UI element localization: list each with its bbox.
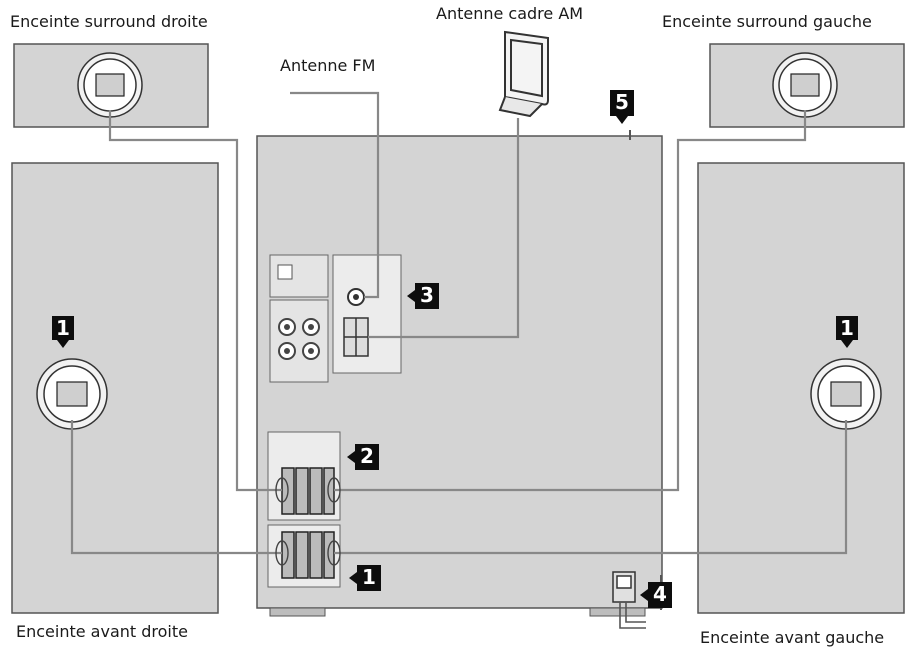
label-surround-right: Enceinte surround droite	[10, 12, 208, 31]
label-surround-left: Enceinte surround gauche	[662, 12, 872, 31]
step-badge-3: 3	[415, 283, 439, 309]
surround-terminals	[281, 467, 335, 515]
label-fm-antenna: Antenne FM	[280, 56, 376, 75]
am-loop-antenna	[498, 30, 549, 118]
step-badge-4: 4	[648, 582, 672, 608]
label-front-right: Enceinte avant droite	[16, 622, 188, 641]
step-badge-5: 5	[610, 90, 634, 116]
optical-port	[277, 264, 293, 280]
step-badge-1-unit: 1	[357, 565, 381, 591]
speaker-cables	[70, 91, 848, 555]
optical-input-panel	[269, 254, 329, 298]
label-front-left: Enceinte avant gauche	[700, 628, 885, 647]
step-badge-1-front-right: 1	[52, 316, 74, 340]
label-am-antenna: Antenne cadre AM	[436, 4, 584, 23]
rca-panel	[269, 299, 329, 383]
step-badge-2: 2	[355, 444, 379, 470]
system-cable-connector	[612, 571, 636, 603]
main-unit-foot-left	[269, 607, 326, 617]
step-badge-1-front-left: 1	[836, 316, 858, 340]
main-unit-foot-right	[589, 607, 646, 617]
front-terminals	[281, 531, 335, 579]
